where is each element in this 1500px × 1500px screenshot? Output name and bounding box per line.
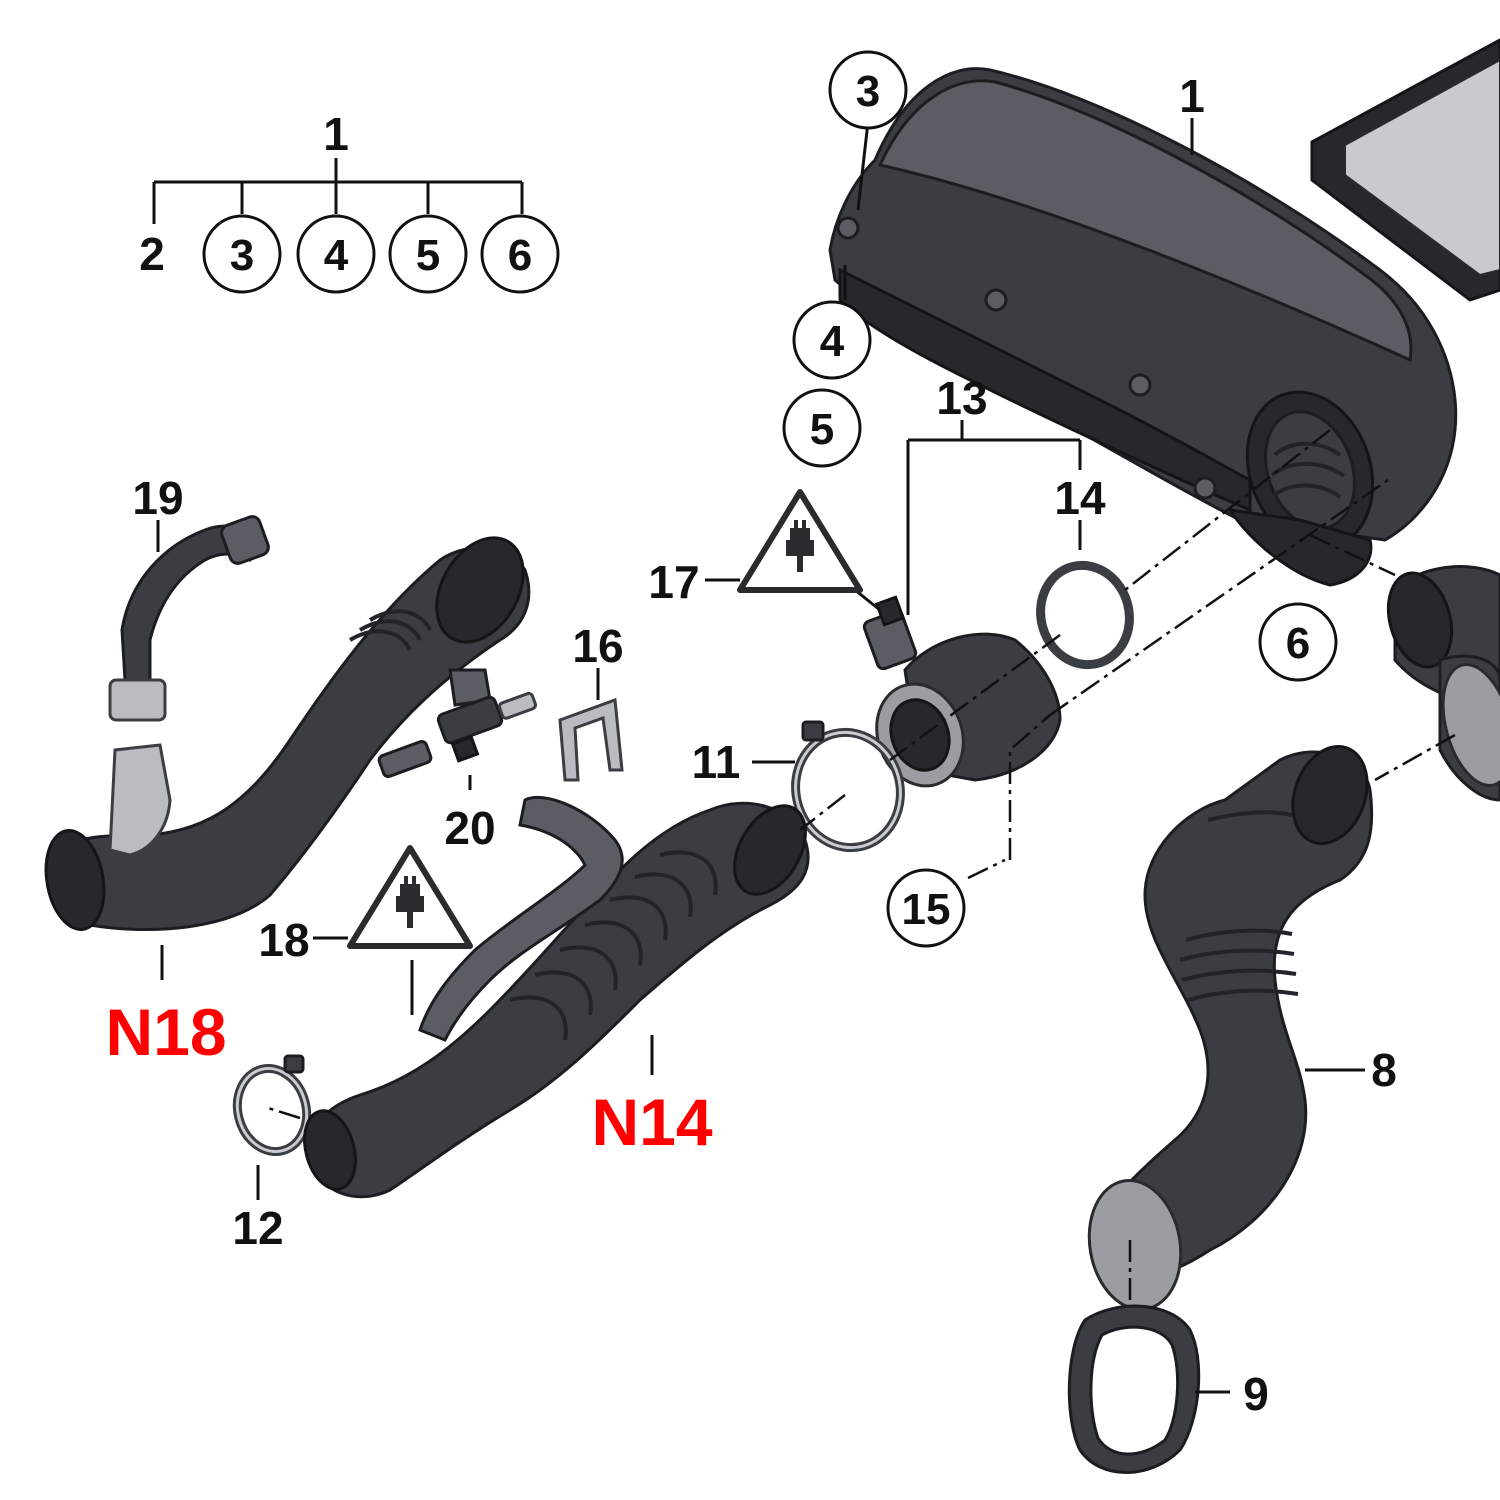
engine-label-n14: N14 <box>591 1085 712 1159</box>
callout-9: 9 <box>1243 1368 1269 1420</box>
intake-pipe-n14 <box>303 795 810 1199</box>
callout-19: 19 <box>132 472 183 524</box>
air-filter-element <box>1310 38 1500 302</box>
callout-17: 17 <box>648 556 699 608</box>
retaining-clip-16 <box>558 697 624 782</box>
callout-13: 13 <box>936 372 987 424</box>
assembly-parent-label: 1 <box>323 108 349 160</box>
duct-seal <box>1067 1304 1201 1474</box>
callout-6: 6 <box>1286 619 1310 668</box>
assembly-child-label-6: 6 <box>508 231 532 280</box>
callout-16: 16 <box>572 620 623 672</box>
engine-label-n18: N18 <box>105 995 226 1069</box>
connector-20 <box>377 691 538 778</box>
callout-18: 18 <box>258 914 309 966</box>
callout-8: 8 <box>1371 1044 1397 1096</box>
callout-12: 12 <box>232 1202 283 1254</box>
callout-1: 1 <box>1179 70 1205 122</box>
air-mass-meter <box>862 595 1062 788</box>
assembly-child-label-2: 2 <box>139 228 165 280</box>
electrical-connector-warning-icon <box>347 845 473 949</box>
assembly-child-label-5: 5 <box>416 231 440 280</box>
air-filter-housing <box>828 67 1458 587</box>
inlet-duct-right <box>1386 565 1500 802</box>
assembly-child-label-4: 4 <box>324 231 349 280</box>
leader-lines <box>156 118 1456 1394</box>
electrical-connector-warning-icon <box>737 489 863 593</box>
callout-5: 5 <box>810 405 834 454</box>
hose-clamp-12 <box>232 1054 312 1157</box>
vent-hose-19 <box>108 515 270 857</box>
callout-3: 3 <box>856 67 880 116</box>
intake-pipe-n18 <box>44 536 531 932</box>
callout-11: 11 <box>692 736 741 788</box>
intake-duct <box>1087 745 1374 1311</box>
hose-clamp-11 <box>791 720 905 853</box>
callout-15: 15 <box>902 885 951 934</box>
assembly-child-label-3: 3 <box>230 231 254 280</box>
callout-14: 14 <box>1054 472 1106 524</box>
o-ring-14 <box>1036 560 1134 670</box>
assembly-tree: 1 2 3 4 5 6 <box>139 108 560 294</box>
callout-4: 4 <box>820 317 845 366</box>
callout-20: 20 <box>444 802 495 854</box>
